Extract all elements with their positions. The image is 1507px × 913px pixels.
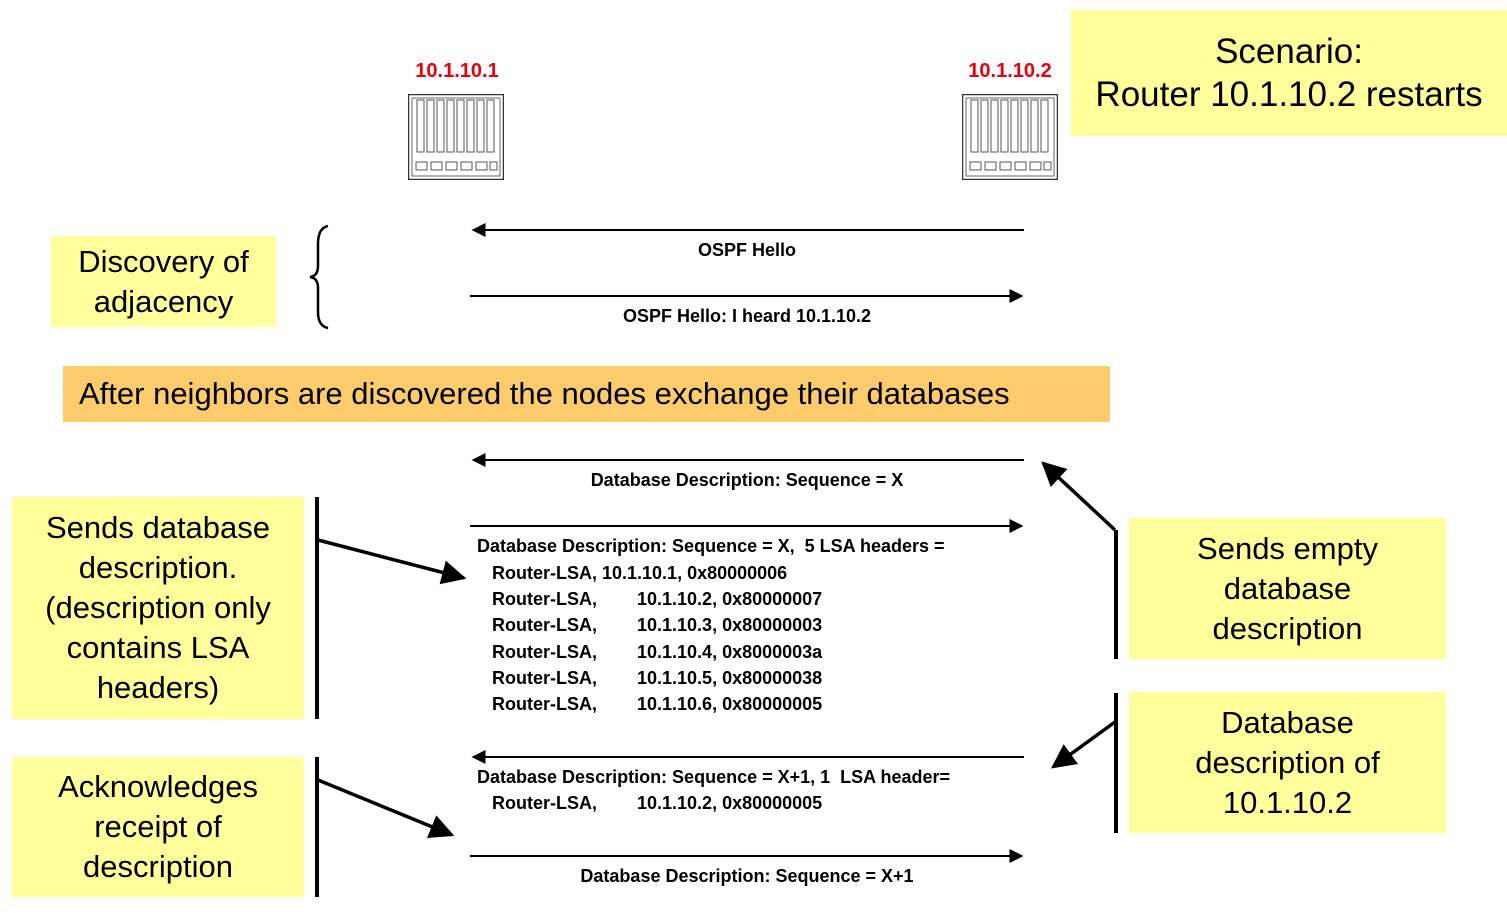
msg-dd3-header: Database Description: Sequence = X+1, 1 …: [477, 767, 951, 787]
note-discovery: Discovery of adjacency: [51, 236, 276, 327]
scenario-line1: Scenario:: [1215, 32, 1363, 71]
scenario-line2: Router 10.1.10.2 restarts: [1095, 75, 1483, 114]
pointer-sends-db: [317, 538, 467, 585]
msg-hello1: OSPF Hello: [697, 240, 796, 260]
msg-dd2-header: Database Description: Sequence = X, 5 LS…: [477, 536, 945, 556]
note-acknowledges: Acknowledges receipt of description: [12, 757, 304, 897]
router-label-right: 10.1.10.2: [968, 60, 1052, 82]
note-db-of: Database description of 10.1.10.2: [1129, 692, 1446, 833]
msg-dd3-line: Router-LSA, 10.1.10.2, 0x80000005: [477, 793, 823, 813]
pointer-acknowledges: [317, 778, 455, 838]
msg-dd2-line: Router-LSA, 10.1.10.4, 0x8000003a: [477, 642, 823, 662]
pointer-db-of: [1051, 720, 1117, 769]
scenario-note: Scenario: Router 10.1.10.2 restarts: [1071, 10, 1507, 136]
banner-exchange: After neighbors are discovered the nodes…: [63, 366, 1110, 422]
brace-discovery: [309, 224, 329, 330]
msg-dd4: Database Description: Sequence = X+1: [580, 866, 914, 886]
router-left-icon: [408, 94, 504, 180]
note-sends-empty: Sends empty database description: [1129, 518, 1446, 659]
pointer-sends-empty: [1041, 461, 1117, 532]
msg-dd1: Database Description: Sequence = X: [590, 470, 904, 490]
msg-dd2-line: Router-LSA, 10.1.10.2, 0x80000007: [477, 589, 823, 609]
router-label-left: 10.1.10.1: [415, 60, 499, 82]
msg-dd2-line: Router-LSA, 10.1.10.6, 0x80000005: [477, 694, 823, 714]
msg-dd2-line: Router-LSA, 10.1.10.5, 0x80000038: [477, 668, 823, 688]
msg-dd2-line: Router-LSA, 10.1.10.3, 0x80000003: [477, 615, 823, 635]
msg-hello2: OSPF Hello: I heard 10.1.10.2: [622, 306, 872, 326]
msg-dd2-line: Router-LSA, 10.1.10.1, 0x80000006: [477, 563, 788, 583]
router-right-icon: [962, 94, 1058, 180]
note-sends-db: Sends database description. (description…: [12, 497, 304, 719]
